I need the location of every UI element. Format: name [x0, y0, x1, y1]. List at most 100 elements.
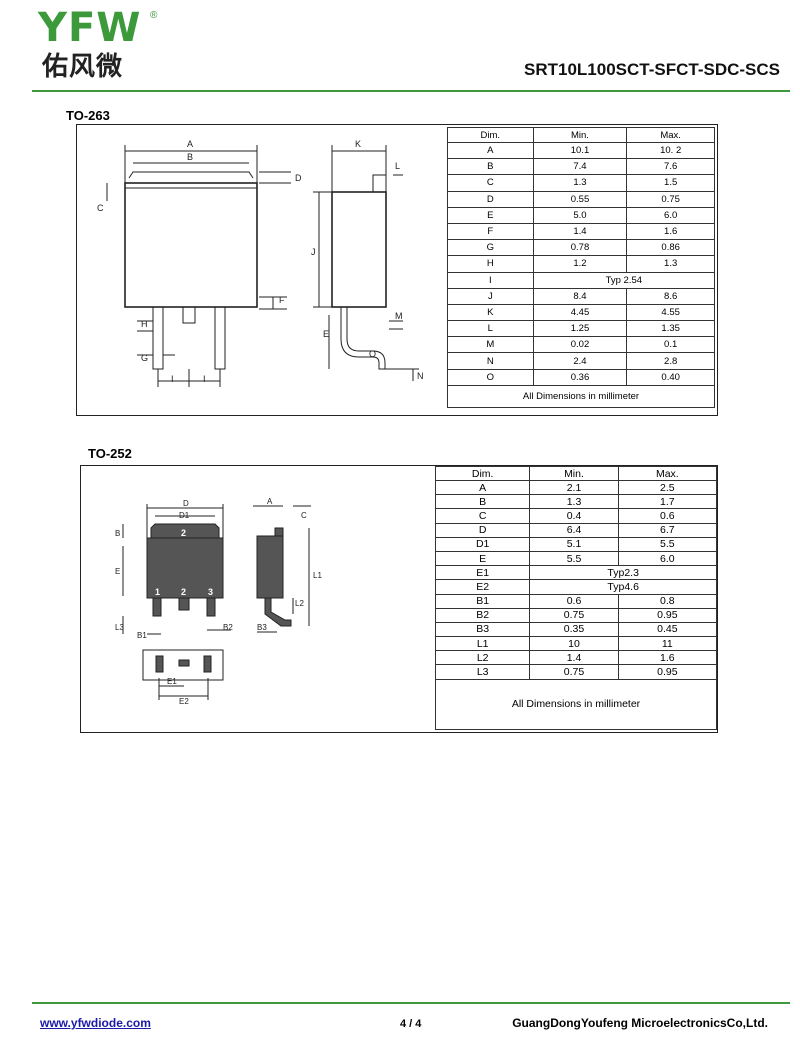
to252-cell-typical: Typ2.3	[529, 565, 717, 581]
to252-cell-dim: D1	[434, 536, 531, 552]
to252-dim-E2: E2	[179, 697, 189, 706]
to263-dim-I2: I	[203, 374, 206, 384]
to263-cell-dim: E	[447, 206, 534, 224]
to252-cell-max: 11	[617, 636, 718, 652]
to252-cell-dim: B2	[434, 607, 531, 623]
to263-dim-I1: I	[171, 374, 174, 384]
to252-label: TO-252	[88, 446, 132, 461]
to252-col-max: Max.	[617, 466, 718, 481]
to252-cell-min: 0.35	[529, 621, 619, 638]
to263-dim-J: J	[311, 247, 316, 257]
to263-cell-max: 0.40	[626, 368, 715, 386]
to263-cell-min: 0.55	[532, 190, 628, 208]
website-link[interactable]: www.yfwdiode.com	[40, 1016, 151, 1030]
to252-cell-dim: B3	[434, 621, 531, 638]
to263-cell-max: 4.55	[626, 303, 715, 322]
footer-divider	[32, 1002, 790, 1004]
to252-pin3-label: 3	[208, 587, 213, 597]
to263-cell-dim: M	[447, 336, 534, 354]
to252-panel: D D1 B E L3 B1 B2 A C L1 L2 B3 E1 E2 2 1…	[80, 465, 718, 733]
to252-cell-min: 0.75	[529, 607, 619, 623]
to263-cell-max: 0.86	[626, 239, 715, 257]
to263-cell-max: 1.3	[626, 255, 715, 273]
to263-col-dim: Dim.	[447, 127, 534, 143]
to252-cell-min: 5.1	[529, 536, 619, 552]
to252-dim-E1: E1	[167, 677, 177, 686]
to263-cell-min: 1.3	[532, 174, 628, 192]
to252-cell-max: 0.45	[617, 621, 718, 638]
to252-dim-A: A	[267, 497, 273, 506]
to252-cell-max: 1.6	[617, 650, 718, 666]
to252-cell-dim: D	[434, 522, 531, 538]
to263-cell-dim: I	[447, 271, 534, 289]
to252-cell-min: 2.1	[529, 479, 619, 496]
page-number: 4 / 4	[400, 1018, 422, 1030]
to263-cell-dim: L	[447, 320, 534, 338]
to263-cell-min: 0.02	[532, 336, 628, 354]
to252-dim-D: D	[183, 499, 189, 508]
to252-cell-typical: Typ4.6	[529, 579, 717, 595]
to252-cell-min: 6.4	[529, 522, 619, 538]
logo-chinese-name: 佑风微	[42, 52, 124, 82]
to263-cell-dim: H	[447, 255, 534, 273]
to263-dim-F: F	[279, 295, 285, 305]
to263-cell-dim: D	[447, 190, 534, 208]
to252-col-min: Min.	[529, 466, 619, 481]
to252-dim-D1: D1	[179, 511, 190, 520]
to263-dim-N: N	[417, 371, 424, 381]
to263-cell-dim: J	[447, 287, 534, 305]
to252-cell-dim: C	[434, 508, 531, 524]
to263-cell-max: 6.0	[626, 206, 715, 224]
to263-dim-H: H	[141, 319, 148, 329]
to252-cell-dim: E2	[434, 579, 531, 595]
to263-cell-dim: B	[447, 158, 534, 176]
to252-cell-dim: L3	[434, 664, 531, 680]
to263-cell-min: 8.4	[532, 287, 628, 305]
to252-tab-label: 2	[181, 528, 186, 538]
to263-cell-dim: O	[447, 368, 534, 386]
to263-cell-min: 7.4	[532, 158, 628, 176]
to252-cell-dim: B1	[434, 593, 531, 609]
to252-cell-max: 2.5	[617, 479, 718, 496]
to252-cell-min: 1.4	[529, 650, 619, 666]
to263-cell-max: 0.1	[626, 336, 715, 354]
to263-cell-dim: N	[447, 352, 534, 370]
to263-cell-typical: Typ 2.54	[532, 271, 716, 289]
to252-dim-B1: B1	[137, 631, 147, 640]
to263-dim-A: A	[187, 139, 193, 149]
to252-cell-max: 1.7	[617, 494, 718, 510]
to263-col-min: Min.	[532, 127, 628, 143]
to263-cell-min: 2.4	[532, 352, 628, 370]
to252-cell-dim: E	[434, 550, 531, 567]
to263-cell-min: 5.0	[532, 206, 628, 224]
to263-cell-dim: F	[447, 222, 534, 241]
to252-dim-B: B	[115, 529, 120, 538]
to252-cell-dim: E1	[434, 565, 531, 581]
to263-cell-max: 1.6	[626, 222, 715, 241]
to263-dim-G: G	[141, 353, 148, 363]
to252-cell-min: 0.75	[529, 664, 619, 680]
to263-cell-dim: A	[447, 141, 534, 160]
to252-cell-max: 0.95	[617, 607, 718, 623]
to252-cell-max: 5.5	[617, 536, 718, 552]
to252-cell-min: 1.3	[529, 494, 619, 510]
to252-cell-max: 6.0	[617, 550, 718, 567]
to263-dim-E: E	[323, 329, 329, 339]
to252-cell-dim: L1	[434, 636, 531, 652]
to252-dim-L1: L1	[313, 571, 322, 580]
